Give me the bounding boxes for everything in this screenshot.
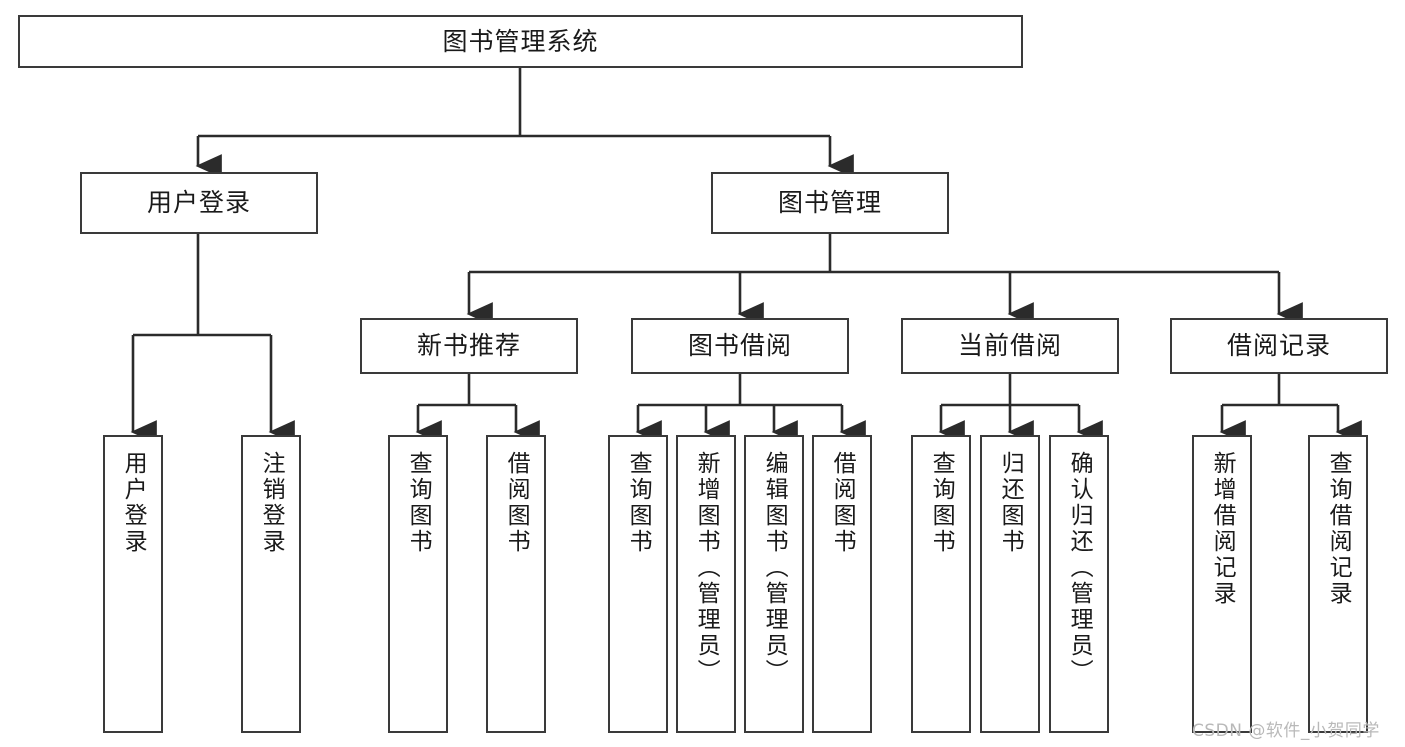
node-user-login-label: 用户登录: [146, 188, 251, 218]
node-leaf-user-login-label: 用户登录: [120, 451, 147, 555]
node-leaf-confirm-return-label: 确认归还（管理员）: [1066, 451, 1093, 685]
node-leaf-add-record[interactable]: 新增借阅记录: [1192, 435, 1252, 733]
node-book-borrow[interactable]: 图书借阅: [631, 318, 849, 374]
node-new-book-recommend[interactable]: 新书推荐: [360, 318, 578, 374]
node-leaf-query-book-1-label: 查询图书: [405, 451, 432, 555]
node-root-label: 图书管理系统: [442, 26, 599, 56]
node-book-manage-label: 图书管理: [777, 188, 882, 218]
node-leaf-query-record[interactable]: 查询借阅记录: [1308, 435, 1368, 733]
node-new-book-recommend-label: 新书推荐: [416, 331, 521, 361]
csdn-watermark: CSDN @软件_小贺同学: [1192, 721, 1380, 741]
node-leaf-query-book-2[interactable]: 查询图书: [608, 435, 668, 733]
node-leaf-add-book[interactable]: 新增图书（管理员）: [676, 435, 736, 733]
node-root[interactable]: 图书管理系统: [18, 15, 1023, 68]
node-borrow-record-label: 借阅记录: [1226, 331, 1331, 361]
node-leaf-query-record-label: 查询借阅记录: [1325, 451, 1352, 607]
node-leaf-add-record-label: 新增借阅记录: [1209, 451, 1236, 607]
node-leaf-user-logout-label: 注销登录: [258, 451, 285, 555]
node-leaf-borrow-book-2[interactable]: 借阅图书: [812, 435, 872, 733]
node-borrow-record[interactable]: 借阅记录: [1170, 318, 1388, 374]
node-current-borrow[interactable]: 当前借阅: [901, 318, 1119, 374]
node-leaf-borrow-book-1-label: 借阅图书: [503, 451, 530, 555]
node-current-borrow-label: 当前借阅: [957, 331, 1062, 361]
node-leaf-edit-book[interactable]: 编辑图书（管理员）: [744, 435, 804, 733]
node-leaf-query-book-1[interactable]: 查询图书: [388, 435, 448, 733]
node-leaf-query-book-3-label: 查询图书: [928, 451, 955, 555]
node-leaf-query-book-3[interactable]: 查询图书: [911, 435, 971, 733]
node-book-manage[interactable]: 图书管理: [711, 172, 949, 234]
node-leaf-borrow-book-2-label: 借阅图书: [829, 451, 856, 555]
node-leaf-add-book-label: 新增图书（管理员）: [693, 451, 720, 685]
node-leaf-borrow-book-1[interactable]: 借阅图书: [486, 435, 546, 733]
node-leaf-edit-book-label: 编辑图书（管理员）: [761, 451, 788, 685]
node-book-borrow-label: 图书借阅: [687, 331, 792, 361]
node-leaf-query-book-2-label: 查询图书: [625, 451, 652, 555]
node-leaf-user-logout[interactable]: 注销登录: [241, 435, 301, 733]
node-leaf-return-book-label: 归还图书: [997, 451, 1024, 555]
node-user-login[interactable]: 用户登录: [80, 172, 318, 234]
node-leaf-return-book[interactable]: 归还图书: [980, 435, 1040, 733]
node-leaf-confirm-return[interactable]: 确认归还（管理员）: [1049, 435, 1109, 733]
node-leaf-user-login[interactable]: 用户登录: [103, 435, 163, 733]
